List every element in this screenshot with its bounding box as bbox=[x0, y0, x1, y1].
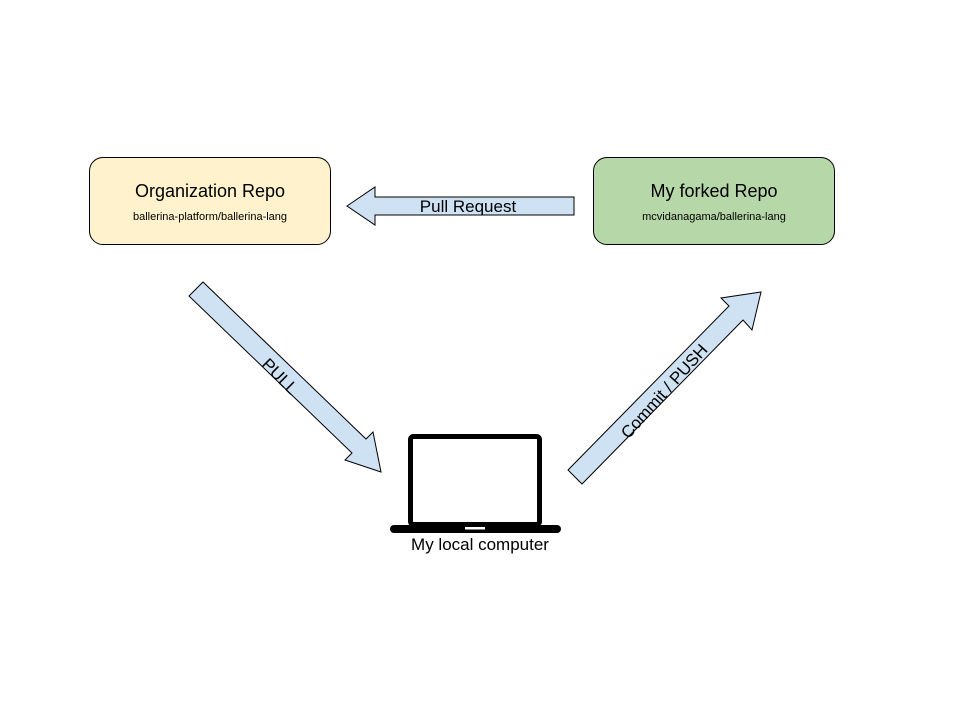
commit-push-arrow: Commit / PUSH bbox=[567, 291, 762, 485]
laptop-icon bbox=[390, 434, 561, 533]
commit-push-arrow-shape bbox=[567, 291, 762, 485]
pull-request-arrow-shape bbox=[346, 186, 575, 226]
forked-repo-box: My forked Repo mcvidanagama/ballerina-la… bbox=[593, 157, 835, 245]
commit-push-label: Commit / PUSH bbox=[617, 340, 711, 442]
forked-repo-title: My forked Repo bbox=[650, 181, 778, 201]
organization-repo-box: Organization Repo ballerina-platform/bal… bbox=[89, 157, 331, 245]
pull-request-arrow: Pull Request bbox=[346, 186, 575, 226]
pull-arrow: PULL bbox=[188, 281, 382, 473]
local-computer-label: My local computer bbox=[411, 535, 549, 554]
pull-arrow-shape bbox=[188, 281, 382, 473]
pull-request-label: Pull Request bbox=[420, 197, 517, 216]
organization-repo-path: ballerina-platform/ballerina-lang bbox=[132, 211, 288, 223]
organization-repo-title: Organization Repo bbox=[134, 181, 286, 201]
forked-repo-path: mcvidanagama/ballerina-lang bbox=[642, 211, 786, 223]
